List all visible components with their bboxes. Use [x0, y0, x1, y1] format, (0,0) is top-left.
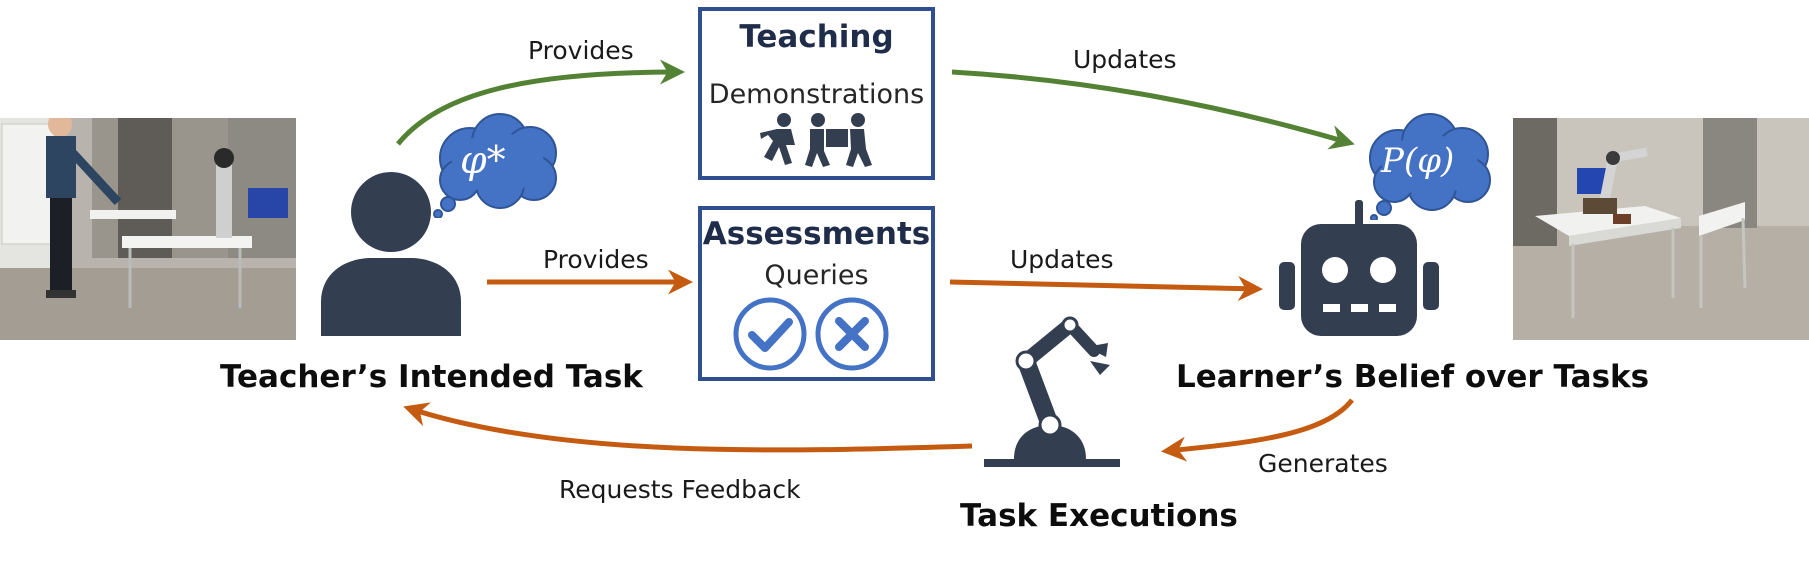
teacher-label: Teacher’s Intended Task	[220, 359, 643, 395]
label-provides-top: Provides	[528, 36, 634, 65]
label-requests-feedback: Requests Feedback	[559, 475, 801, 504]
teaching-subtitle: Demonstrations	[708, 79, 925, 110]
arrow-updates-top	[951, 69, 1355, 150]
assessments-title: Assessments	[702, 216, 931, 252]
arrow-requests-feedback	[403, 402, 973, 453]
assessments-box: Assessments Queries	[698, 206, 935, 381]
people-carrying-icon	[760, 113, 872, 167]
learner-label: Learner’s Belief over Tasks	[1176, 359, 1650, 395]
teaching-title: Teaching	[739, 19, 894, 55]
arrow-generates	[1161, 398, 1354, 462]
label-updates-top: Updates	[1073, 45, 1177, 74]
teacher-thought-cloud	[433, 113, 557, 218]
robot-head-icon	[1279, 200, 1439, 336]
label-generates: Generates	[1258, 449, 1388, 478]
teaching-box: Teaching Demonstrations	[698, 7, 935, 180]
learner-belief-symbol: P(φ)	[1381, 141, 1455, 181]
label-updates-mid: Updates	[1010, 245, 1114, 274]
teacher-photo-drawing	[0, 118, 296, 340]
robot-arm-icon	[984, 316, 1120, 467]
learner-thought-cloud	[1369, 113, 1491, 220]
teacher-photo	[0, 118, 296, 340]
robot-photo-drawing	[1513, 118, 1809, 340]
robot-photo	[1513, 118, 1809, 340]
arrow-updates-mid	[949, 276, 1263, 302]
label-provides-mid: Provides	[543, 245, 649, 274]
executions-label: Task Executions	[960, 498, 1238, 534]
assessments-subtitle: Queries	[764, 260, 869, 291]
cross-icon	[815, 297, 889, 371]
teacher-task-symbol: φ*	[460, 138, 506, 182]
arrow-provides-top	[396, 59, 685, 146]
check-icon	[733, 297, 807, 371]
person-icon	[321, 172, 461, 336]
